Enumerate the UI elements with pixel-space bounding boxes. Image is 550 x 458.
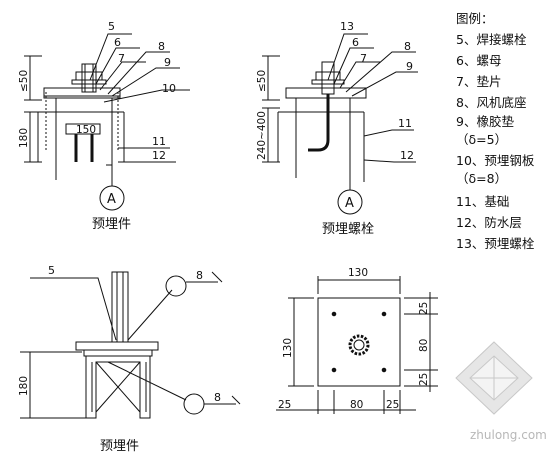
fig4-dim-left: 130: [282, 338, 294, 358]
fig4-dim-right-1: 25: [418, 302, 430, 315]
fig2-callout-11: 11: [398, 117, 412, 130]
fig4-dim-right-3: 25: [418, 373, 430, 386]
fig3-callout-8-top: 8: [196, 269, 203, 282]
legend-item: 6、螺母: [456, 53, 502, 68]
fig3-caption: 预埋件: [100, 439, 139, 454]
fig4-plate: [317, 297, 401, 387]
fig1-callout-11: 11: [152, 135, 166, 148]
legend-item: 10、预埋钢板（δ=8）: [456, 153, 535, 186]
gear-icon: [348, 334, 370, 356]
fig1-callout-5: 5: [108, 20, 115, 33]
legend-item: 13、预埋螺栓: [456, 236, 535, 251]
fig3-callout-8-bottom: 8: [214, 391, 221, 404]
legend-item: 8、风机底座: [456, 95, 527, 110]
fig1-callout-7: 7: [118, 52, 125, 65]
watermark-text: zhulong.com: [470, 428, 547, 442]
fig1-caption: 预埋件: [92, 217, 131, 232]
fig2-callout-7: 7: [360, 52, 367, 65]
fig1-bolt: [81, 63, 97, 93]
fig2-callout-13: 13: [340, 20, 354, 33]
fig1-callout-8: 8: [158, 40, 165, 53]
fig3-bolt: [111, 271, 129, 343]
fig1-callout-10: 10: [162, 82, 176, 95]
fig1-dim-top: ≤50: [18, 70, 30, 92]
legend: 图例： 5、焊接螺栓 6、螺母 7、垫片 8、风机底座 9、橡胶垫（δ=5） 1…: [456, 8, 548, 254]
fig2-callout-9: 9: [406, 60, 413, 73]
fig2-dim-top: ≤50: [256, 70, 268, 92]
fig1-circle-label: A: [107, 192, 116, 207]
legend-item: 9、橡胶垫（δ=5）: [456, 114, 514, 147]
fig3-embedded-part: [20, 271, 241, 419]
fig1-callout-6: 6: [114, 36, 121, 49]
fig4-dim-right-2: 80: [418, 339, 430, 352]
fig4-dim-bottom-3: 25: [386, 399, 399, 411]
fig4-dim-bottom-1: 25: [278, 399, 291, 411]
legend-item: 7、垫片: [456, 74, 502, 89]
fig1-nut: [75, 71, 103, 81]
svg-text:150: 150: [76, 124, 96, 136]
fig2-callout-12: 12: [400, 149, 414, 162]
fig2-fan-base: [285, 87, 367, 99]
fig1-embedded-part: 150: [24, 33, 190, 211]
fig3-dim-left: 180: [18, 376, 30, 396]
fig1-callout-12: 12: [152, 149, 166, 162]
fig2-callout-8: 8: [404, 40, 411, 53]
fig1-callout-9: 9: [164, 56, 171, 69]
fig2-caption: 预埋螺栓: [322, 222, 374, 237]
fig1-fan-base: [43, 87, 121, 99]
legend-item: 5、焊接螺栓: [456, 32, 527, 47]
fig2-callout-6: 6: [352, 36, 359, 49]
watermark-logo: [455, 341, 533, 415]
fig2-circle-label: A: [345, 196, 354, 211]
fig2-dim-left: 240~400: [256, 111, 268, 160]
fig2-embedded-bolt: [262, 33, 418, 215]
fig3-callout-5: 5: [48, 264, 55, 277]
legend-item: 12、防水层: [456, 215, 522, 230]
legend-title: 图例：: [456, 11, 494, 26]
legend-item: 11、基础: [456, 194, 510, 209]
fig4-dim-bottom-2: 80: [350, 399, 363, 411]
fig4-plate-plan: [276, 276, 438, 414]
fig1-dim-left: 180: [18, 128, 30, 148]
fig4-dim-top: 130: [348, 267, 368, 279]
